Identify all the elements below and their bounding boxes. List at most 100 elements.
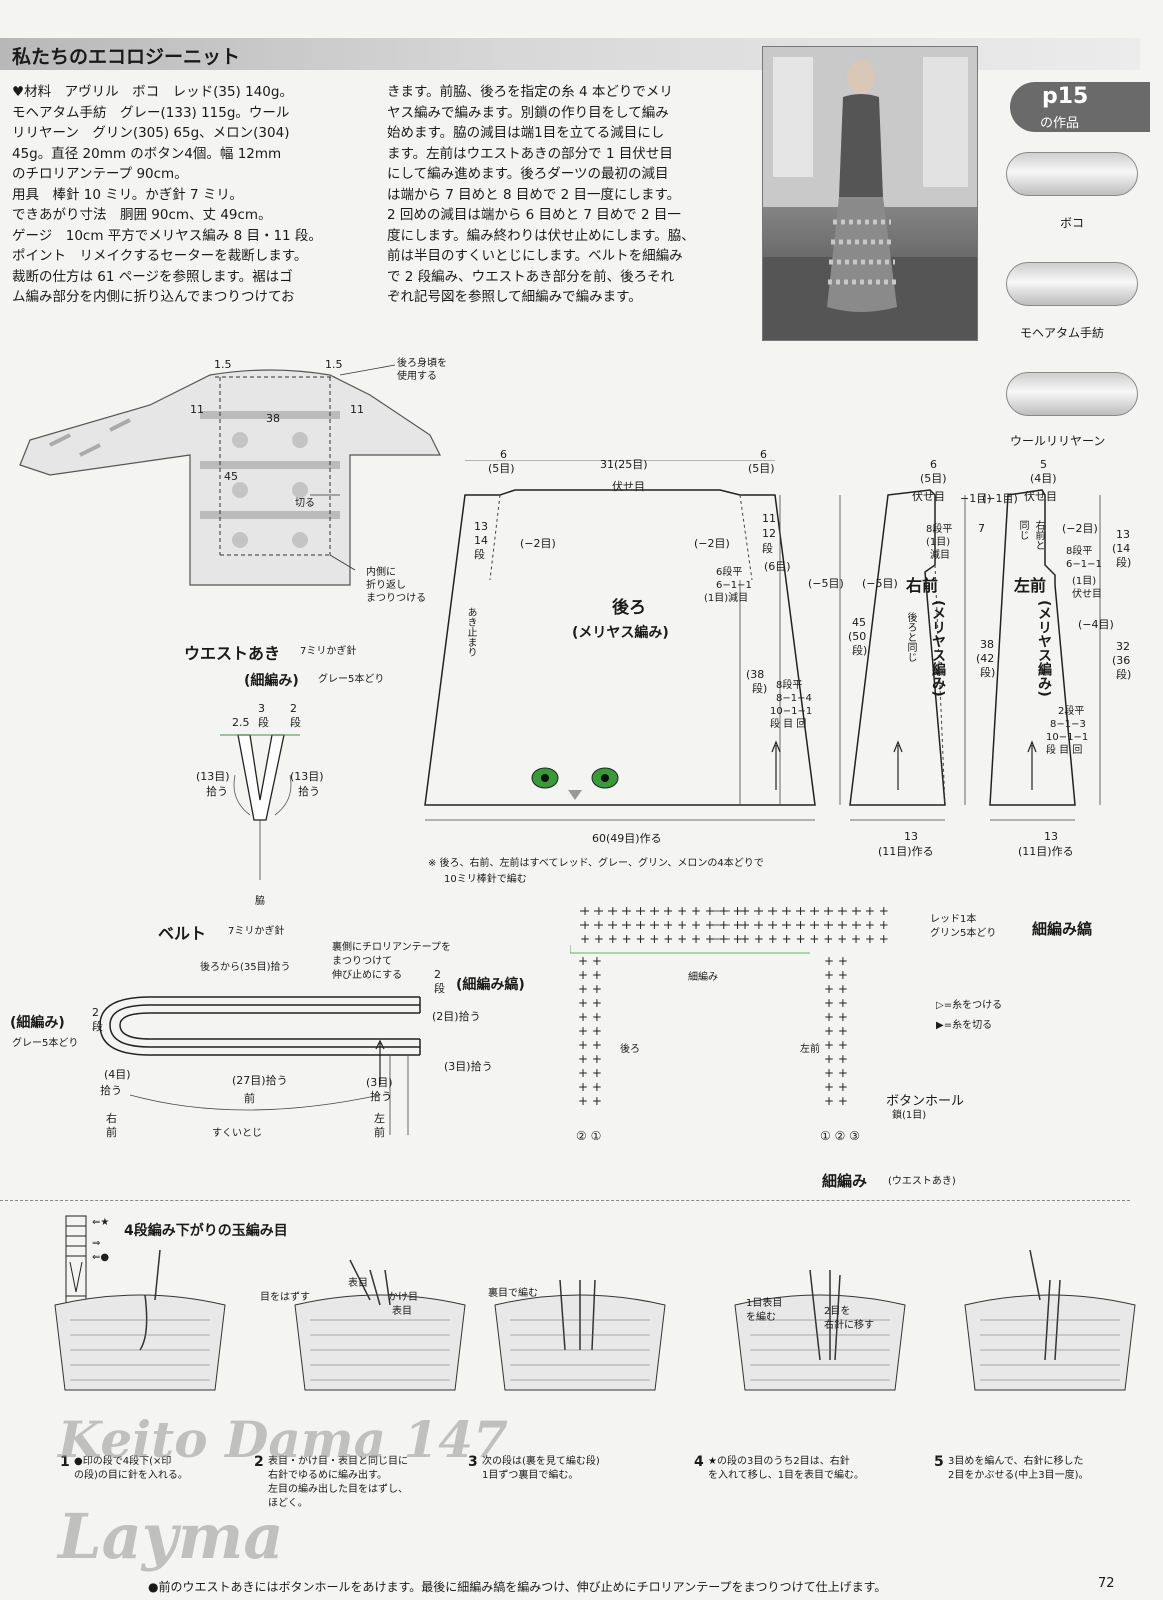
back-dec-3: (1目)減目 [704,593,749,604]
bobble-s2-d: 表目 [392,1306,412,1317]
step-line: の段)の目に針を入れる。 [74,1470,188,1481]
back-r-dan: 段 [762,542,773,555]
svg-text:+ +: + + [578,1052,602,1066]
belt-pick-3b: (3目) [366,1076,393,1089]
sweater-cut: 切る [295,498,315,509]
lf-r36b: 段) [1116,668,1132,681]
lf-dec-4: 伏せ目 [1072,589,1102,600]
lf-dec-3: (1目) [1072,576,1097,587]
svg-text:+ +: + + [824,982,848,996]
chart-red: レッド1本 [930,914,977,925]
svg-text:+ + + + + + + + + + + + + +: + + + + + + + + + + + + + + [740,932,890,946]
belt-rfront-2: 前 [106,1126,117,1139]
svg-text:+ +: + + [578,1010,602,1024]
svg-text:+ +: + + [578,996,602,1010]
footer-text: ●前のウエストあきにはボタンホールをあけます。最後に細編み縞を編みつけ、伸び止め… [148,1580,887,1594]
waist-left-pick: 拾う [206,785,228,798]
svg-text:+ + + + + + + + + + + +: + + + + + + + + + + + + [580,932,743,946]
belt-pick-2: (2目)拾う [432,1010,481,1023]
bobble-steps-drawing [54,1249,1136,1391]
waist-yarn: グレー5本どり [318,674,385,685]
back-minus6: (6目) [764,560,791,573]
waist-n2: 2 [290,702,297,715]
waist-right-13: (13目) [290,770,324,783]
yarn-label: ウールリリヤーン [1010,434,1106,448]
waist-diagram [220,734,300,880]
step-number: 4 [694,1454,704,1470]
sweater-fold-3: まつりつける [366,593,427,604]
lf-bind: 伏せ目 [1024,490,1057,503]
rf-w6: 6 [930,458,937,471]
back-minus2-r: (−2目) [694,537,730,550]
back-minus2-l: (−2目) [520,537,556,550]
sweater-use-back-2: 使用する [397,371,437,382]
back-dec-7: 段 目 回 [770,719,807,730]
lf-bottom-13: 13 [1044,830,1058,843]
sweater-label-11: 11 [190,403,204,416]
waist-dan-2: 段 [290,716,301,729]
chart-bottom-sub: (ウエストあき) [888,1176,956,1187]
back-bottom: 60(49目)作る [592,832,662,845]
svg-text:+ + + + + + + + + + + +: + + + + + + + + + + + + [580,918,743,932]
lf-stitch: (メリヤス編み) [1036,600,1052,697]
mat-line: のチロリアンテープ 90cm。 [12,166,188,182]
step-line: ほどく。 [268,1498,308,1509]
svg-text:+ + + + + + + + + + + + + +: + + + + + + + + + + + + + + [740,918,890,932]
rf-minus1: −1目) [960,492,992,505]
back-rows-dan: 段 [474,548,485,561]
rf-dec-2: (1目) [926,537,951,548]
svg-text:+ +: + + [578,954,602,968]
lf-r38: 38 [980,638,994,651]
sweater-label-45: 45 [224,470,238,483]
svg-text:+ +: + + [824,996,848,1010]
mat-line: ♥材料 アヴリル ボコ レッド(35) 140g。 [12,84,293,100]
lf-r14: (14 [1112,542,1131,555]
back-open: あき止まり [465,607,476,657]
lf-minus2: (−2目) [1062,522,1098,535]
bobble-s2-b: 表目 [348,1278,368,1289]
belt-diagram [99,996,421,1135]
waist-stitch: (細編み) [244,673,299,689]
back-rows-13: 13 [474,520,488,533]
chart-green: グリン5本どり [930,928,997,939]
step-line: 左目の編み出した目をはずし、 [268,1484,408,1495]
belt-rfront-1: 右 [106,1112,117,1125]
svg-text:+ +: + + [578,1094,602,1108]
bobble-s4-b: を編む [746,1312,776,1323]
step-line: 次の段は(裏を見て編む段) [482,1456,600,1467]
crochet-chart: + + + + + + + + + + + + + + + + + + + + … [570,905,890,1143]
mat-line: ます。左前はウエストあきの部分で 1 目伏せ目 [387,145,673,162]
belt-pick-3c: 拾う [370,1090,392,1103]
svg-text:① ② ③: ① ② ③ [820,1129,860,1143]
lf-r42b: 段) [980,666,996,679]
rf-dec-1: 8段平 [926,524,953,535]
svg-text:+ +: + + [824,968,848,982]
section-divider [0,1200,1130,1201]
back-top-31: 31(25目) [600,458,648,471]
belt-n2b: 2 [92,1006,99,1019]
sweater-label-1-5b: 1.5 [325,358,343,371]
note-line-1: ※ 後ろ、右前、左前はすべてレッド、グレー、グリン、メロンの4本どりで [428,858,764,869]
back-r50b: 段) [852,644,868,657]
chart-attach: ▷=糸をつける [936,1000,1003,1011]
rf-dec-3: 減目 [930,550,950,561]
svg-text:+ +: + + [824,1066,848,1080]
back-top-6r: 6 [760,448,767,461]
back-dec-2: 6−1−1 [716,580,752,591]
lf-dec-1: 8段平 [1066,546,1093,557]
badge-sub: の作品 [1040,116,1080,131]
belt-tape-3: 伸び止めにする [332,970,403,981]
lf-same-1: 右前と [1033,520,1044,550]
belt-sc: (細編み) [10,1015,65,1031]
back-minus5: (−5目) [808,577,844,590]
svg-text:⇐★: ⇐★ [92,1217,109,1228]
waist-n3: 3 [258,702,265,715]
mat-line: 度にします。編み終わりは伏せ止めにします。脇、 [387,227,695,244]
yarn-label: モヘアタム手紡 [1020,326,1105,340]
bobble-s4-c: 2目を [824,1306,851,1317]
chart-bottom: 細編み [822,1172,868,1190]
belt-pick-27: (27目)拾う [232,1074,288,1087]
back-r11: 11 [762,512,776,525]
mat-line: ヤス編みで編みます。別鎖の作り目をして編み [387,104,669,121]
step-line: 1目ずつ裏目で編む。 [482,1470,579,1481]
